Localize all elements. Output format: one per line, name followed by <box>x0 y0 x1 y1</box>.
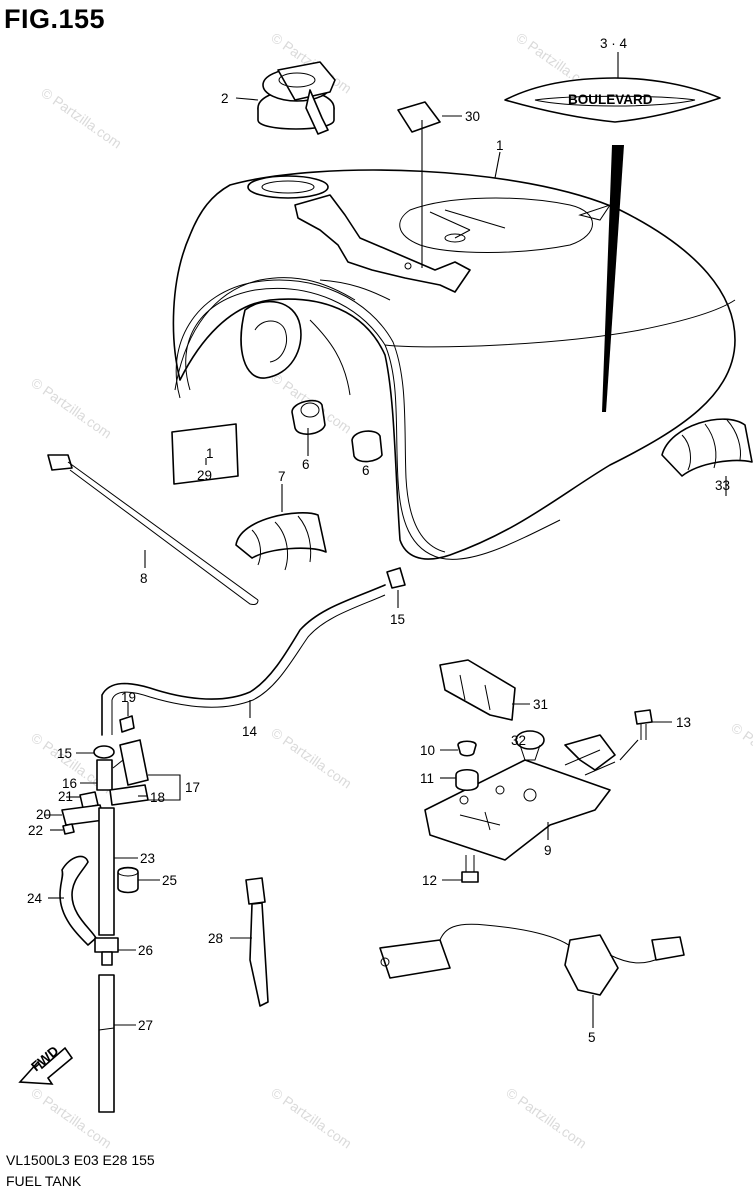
callout-12: 12 <box>422 873 437 888</box>
watermark: © Partzilla.com <box>268 1084 354 1151</box>
rubber-pad <box>235 512 327 571</box>
watermark: © Partzilla.com <box>268 724 354 791</box>
callout-13: 13 <box>676 715 691 730</box>
watermark: © Partzilla.com <box>503 1084 589 1151</box>
model-code: VL1500L3 E03 E28 155 <box>6 1152 155 1168</box>
callout-30: 30 <box>465 109 480 124</box>
cable-tie <box>47 454 259 605</box>
fuel-tank-body <box>172 169 736 560</box>
hose-clamp <box>386 567 406 589</box>
callout-15: 15 <box>390 612 405 627</box>
screw <box>119 715 135 733</box>
callout-26: 26 <box>138 943 153 958</box>
callout-14: 14 <box>242 724 258 739</box>
callout-24: 24 <box>27 891 43 906</box>
leader-lines <box>44 52 727 1028</box>
boulevard-emblem: BOULEVARD <box>504 77 721 123</box>
tank-cushion <box>351 430 383 463</box>
breather-hose-loop <box>185 287 561 560</box>
callout-2: 2 <box>221 91 229 106</box>
callout-23: 23 <box>140 851 155 866</box>
watermark: © Partzilla.com <box>28 374 114 441</box>
fuel-cap <box>257 61 336 135</box>
callout-1: 1 <box>496 138 504 153</box>
info-label <box>171 423 239 485</box>
caution-label <box>397 101 441 133</box>
callout-3-4: 3 · 4 <box>600 36 628 51</box>
callout-8: 8 <box>140 571 148 586</box>
fuel-hose <box>98 807 115 936</box>
tank-cushion <box>291 399 326 435</box>
callout-17: 17 <box>185 780 200 795</box>
callout-33: 33 <box>715 478 730 493</box>
callout-25: 25 <box>162 873 177 888</box>
fuel-cock-assembly <box>93 739 149 806</box>
callout-16: 16 <box>62 776 77 791</box>
watermark: © Partzilla.com <box>38 84 124 151</box>
callout-6: 6 <box>302 457 310 472</box>
callout-19: 19 <box>121 690 136 705</box>
fuel-level-sensor <box>379 923 685 996</box>
callout-5: 5 <box>588 1030 596 1045</box>
drain-hose <box>59 855 97 946</box>
bolt <box>634 709 653 740</box>
grommet <box>455 768 479 792</box>
watermark: © Partzilla.com <box>728 719 753 786</box>
callout-27: 27 <box>138 1018 153 1033</box>
callout-31: 31 <box>533 697 548 712</box>
callout-9: 9 <box>544 843 552 858</box>
callout-21: 21 <box>58 789 73 804</box>
bolt <box>461 855 479 883</box>
callout-15: 15 <box>57 746 72 761</box>
callout-29-inner: 1 <box>206 446 214 461</box>
rubber-pad <box>661 418 753 477</box>
figure-title: FIG.155 <box>4 4 106 34</box>
callout-20: 20 <box>36 807 51 822</box>
forward-arrow-icon: FWD <box>18 1043 74 1085</box>
callout-11: 11 <box>420 771 434 786</box>
callout-22: 22 <box>28 823 43 838</box>
callout-29: 29 <box>197 468 212 483</box>
callout-6: 6 <box>362 463 370 478</box>
hose-clip-bracket <box>61 791 105 835</box>
section-name: FUEL TANK <box>6 1173 82 1189</box>
emblem-text: BOULEVARD <box>568 92 653 107</box>
cushion-block <box>439 659 516 721</box>
callout-labels: 1 2 3 · 4 30 6 6 1 29 7 8 33 15 19 14 15… <box>27 36 730 1045</box>
rubber-cap <box>515 730 545 761</box>
tank-stripe-decal <box>602 145 624 412</box>
washer <box>457 740 477 757</box>
spacer <box>117 866 139 894</box>
tee-joint <box>94 937 119 966</box>
callout-10: 10 <box>420 743 435 758</box>
fuel-tank-mounting-bracket <box>424 734 616 861</box>
callout-18: 18 <box>150 790 165 805</box>
breather-hose <box>101 584 386 736</box>
callout-32: 32 <box>511 733 526 748</box>
callout-28: 28 <box>208 931 223 946</box>
callout-7: 7 <box>278 469 286 484</box>
fuel-hose <box>98 974 115 1113</box>
rubber-strap <box>245 877 269 1007</box>
